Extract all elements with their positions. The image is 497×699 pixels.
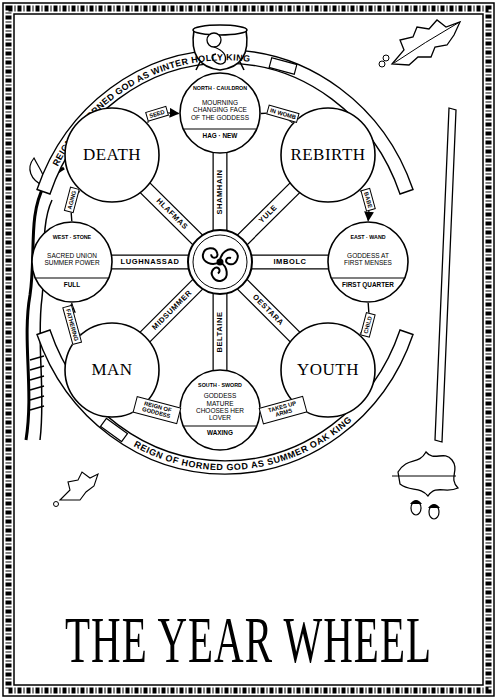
arrow-label: CHILD xyxy=(360,312,376,338)
festival-name: HLAFMAS xyxy=(155,197,189,231)
triskele xyxy=(200,246,237,284)
circle-border xyxy=(65,108,159,202)
oak-leaf xyxy=(398,452,458,496)
moon-phase: FIRST QUARTER xyxy=(335,279,401,291)
divider-line xyxy=(36,277,108,278)
hub-ring xyxy=(193,235,247,289)
acorn xyxy=(429,505,439,519)
circle-border xyxy=(32,222,112,302)
quarter-heading: SOUTH · SWORD xyxy=(188,380,252,390)
small-holly xyxy=(54,472,99,507)
knotwork-border xyxy=(9,9,489,691)
oak xyxy=(392,452,458,519)
frame-inner xyxy=(14,14,483,685)
leaf-rib xyxy=(392,476,456,477)
moon-phase: FULL xyxy=(39,279,105,291)
staff xyxy=(435,108,456,442)
holly-berry xyxy=(383,55,389,61)
holly-berry xyxy=(379,61,385,67)
festival-name: BELTAINE xyxy=(216,311,224,352)
quarter-heading: EAST · WAND xyxy=(336,232,400,242)
arrow-label: AGING xyxy=(63,187,79,214)
quarter-body: GODDESS MATURE CHOOSES HER LOVER xyxy=(190,389,250,425)
tree-branch xyxy=(26,168,64,440)
arrow-label: IN WOMB xyxy=(266,104,300,123)
quarter-circle: EAST · WANDGODDESS AT FIRST MENSES FIRST … xyxy=(327,221,409,303)
holly-leaf xyxy=(392,20,460,65)
moon-phase: WAXING xyxy=(187,427,253,439)
divider-line xyxy=(332,277,404,278)
hub-circle xyxy=(188,230,252,294)
title: THE YEAR WHEEL xyxy=(0,602,497,679)
bark-marks xyxy=(30,356,44,410)
quarter-circle: WEST · STONESACRED UNION SUMMER POWER FUL… xyxy=(31,221,113,303)
circle-border xyxy=(180,370,260,450)
cauldron-body xyxy=(193,30,247,70)
arrow-label: REIGN OF GODDESS xyxy=(133,396,182,424)
arrow-label: BABE xyxy=(360,188,376,212)
acorn xyxy=(411,501,421,515)
quarter-heading: WEST · STONE xyxy=(40,232,104,242)
moon-phase: HAG · NEW xyxy=(187,130,253,142)
quarter-circle: SOUTH · SWORDGODDESS MATURE CHOOSES HER … xyxy=(179,369,261,451)
arrow-label: SEED xyxy=(146,106,170,122)
acorn-cap xyxy=(428,504,440,508)
circle-border xyxy=(328,222,408,302)
festival-name: SHAMHAIN xyxy=(216,169,224,214)
festival-name: YULE xyxy=(257,203,278,224)
quarter-body: GODDESS AT FIRST MENSES xyxy=(338,241,398,277)
holly-leaf xyxy=(60,472,98,500)
festival-name: LUGHNASSAD xyxy=(121,258,180,266)
quarter-body: MOURNING CHANGING FACE OF THE GODDESS xyxy=(190,92,250,128)
festival-name: OESTARA xyxy=(251,293,285,327)
quarter-heading: NORTH · CAULDRON xyxy=(188,83,252,93)
arrow-label: FATHERING xyxy=(62,304,82,344)
divider-line xyxy=(184,425,256,426)
spiral-centre xyxy=(218,260,223,265)
circle-border xyxy=(180,73,260,153)
blank-box xyxy=(269,58,297,74)
festival-name: MIDSUMMER xyxy=(151,289,193,331)
quarter-circle: NORTH · CAULDRONMOURNING CHANGING FACE O… xyxy=(179,72,261,154)
leaf-rib xyxy=(394,23,458,63)
child-figure xyxy=(207,33,221,47)
acorn-cap xyxy=(410,500,422,504)
festival-name: IMBOLC xyxy=(273,258,306,266)
holly-berry xyxy=(54,502,59,507)
holly xyxy=(379,20,460,67)
spiral-arm xyxy=(200,246,222,269)
quarter-body: SACRED UNION SUMMER POWER xyxy=(42,241,102,277)
arrow-label: TAKES UP ARMS xyxy=(258,396,307,424)
frame-outer xyxy=(3,3,494,696)
divider-line xyxy=(184,128,256,129)
cauldron-rim xyxy=(193,25,247,35)
blank-box xyxy=(101,418,128,441)
